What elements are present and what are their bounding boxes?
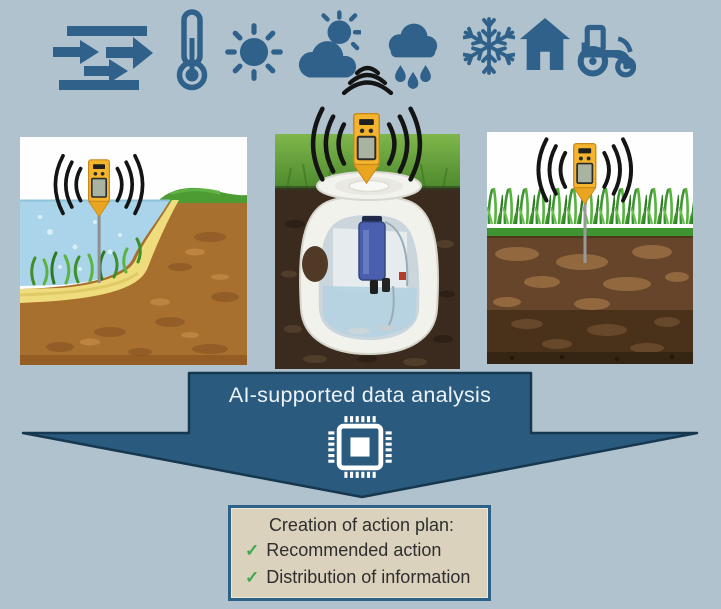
house-icon xyxy=(519,17,571,71)
action-plan-item-label: Recommended action xyxy=(266,540,442,561)
processor-icon xyxy=(328,416,392,478)
action-plan-item-label: Distribution of information xyxy=(266,567,471,588)
thermometer-icon xyxy=(176,9,208,91)
tank-sensor xyxy=(277,92,427,267)
tractor-icon xyxy=(577,24,636,78)
sun-icon xyxy=(225,23,283,81)
rain-cloud-icon xyxy=(388,23,438,89)
soil-panel xyxy=(487,132,693,364)
sun-behind-cloud-icon xyxy=(298,10,361,78)
action-plan-box: Creation of action plan: ✓ Recommended a… xyxy=(228,505,491,601)
analysis-arrow-banner xyxy=(21,371,699,499)
environment-icons-row xyxy=(0,0,721,100)
water-exchange-icon xyxy=(53,26,153,90)
action-plan-title: Creation of action plan: xyxy=(268,514,455,535)
banner-label: AI-supported data analysis xyxy=(228,383,492,407)
action-plan-item: ✓ Recommended action xyxy=(245,537,478,564)
sensor-device xyxy=(313,109,420,183)
water-panel xyxy=(20,137,247,365)
check-icon: ✓ xyxy=(245,541,260,561)
action-plan-item: ✓ Distribution of information xyxy=(245,564,478,591)
snowflake-icon xyxy=(463,17,515,75)
uplink-signal-icon xyxy=(341,65,394,96)
check-icon: ✓ xyxy=(245,568,260,588)
sensor-probe xyxy=(583,202,587,263)
sensor-probe xyxy=(97,215,101,283)
